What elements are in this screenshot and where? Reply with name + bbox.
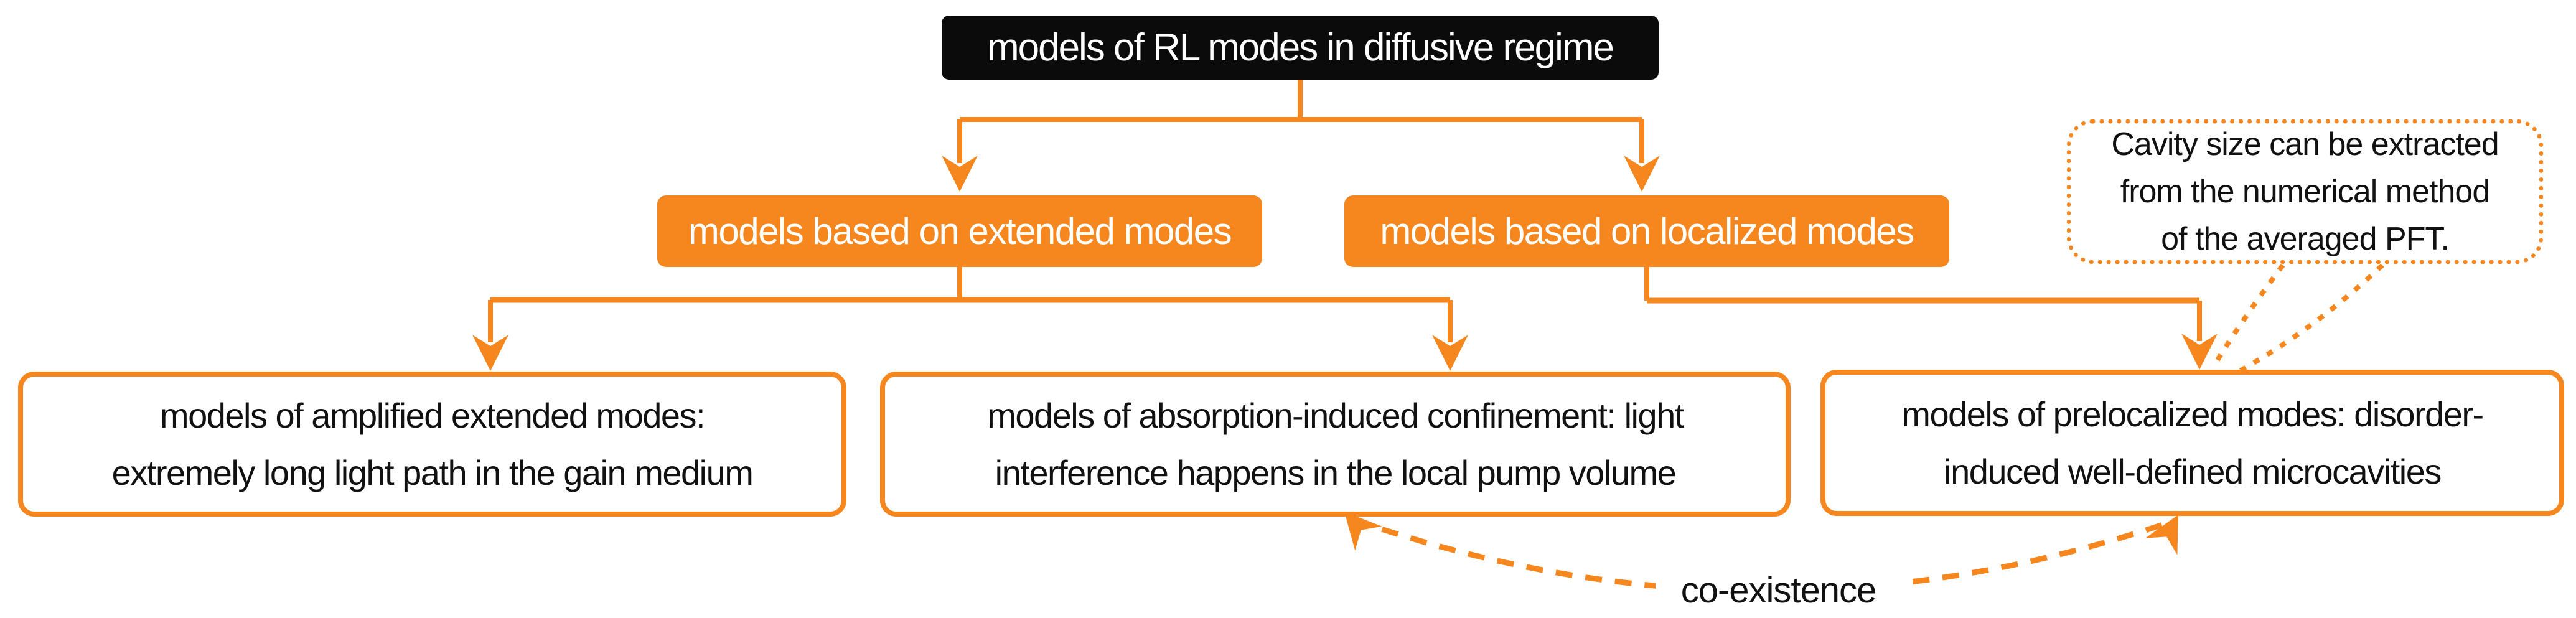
coexistence-dashed-arrow <box>1344 512 2178 594</box>
root-node: models of RL modes in diffusive regime <box>942 16 1659 80</box>
coexistence-text: co-existence <box>1680 569 1877 611</box>
branch-extended-label: models based on extended modes <box>688 210 1232 252</box>
leaf-absorption-label: models of absorption-induced confinement… <box>987 395 1684 492</box>
arrowhead-to-leaf-prelocalized <box>2181 334 2218 370</box>
callout-tail <box>2211 263 2384 377</box>
callout-label: Cavity size can be extracted from the nu… <box>2111 126 2499 257</box>
arrowhead-coexistence-left <box>1344 512 1382 551</box>
branch-localized-label: models based on localized modes <box>1380 210 1914 252</box>
leaf-node-prelocalized-modes: models of prelocalized modes: disorder- … <box>1820 370 2564 516</box>
connector-localized-to-leaf <box>1644 267 2218 370</box>
leaf-amplified-label: models of amplified extended modes: extr… <box>111 395 754 492</box>
callout-bubble: Cavity size can be extracted from the nu… <box>2067 119 2543 264</box>
leaf-prelocalized-label: models of prelocalized modes: disorder- … <box>1901 394 2484 491</box>
arrowhead-to-leaf-amplified <box>472 335 508 371</box>
connector-extended-to-leaves <box>472 267 1468 371</box>
leaf-node-amplified-extended-modes: models of amplified extended modes: extr… <box>18 372 846 517</box>
branch-node-localized-modes: models based on localized modes <box>1344 195 1949 267</box>
arrowhead-coexistence-right <box>2145 515 2178 555</box>
root-node-label: models of RL modes in diffusive regime <box>986 26 1614 69</box>
leaf-node-absorption-induced-confinement: models of absorption-induced confinement… <box>880 372 1791 517</box>
branch-node-extended-modes: models based on extended modes <box>657 195 1262 267</box>
connector-root-to-branches <box>942 80 1660 192</box>
arrowhead-to-branch-localized <box>1624 156 1660 192</box>
coexistence-label: co-existence <box>1656 565 1901 615</box>
arrowhead-to-branch-extended <box>942 156 978 192</box>
arrowhead-to-leaf-absorption <box>1432 335 1468 371</box>
